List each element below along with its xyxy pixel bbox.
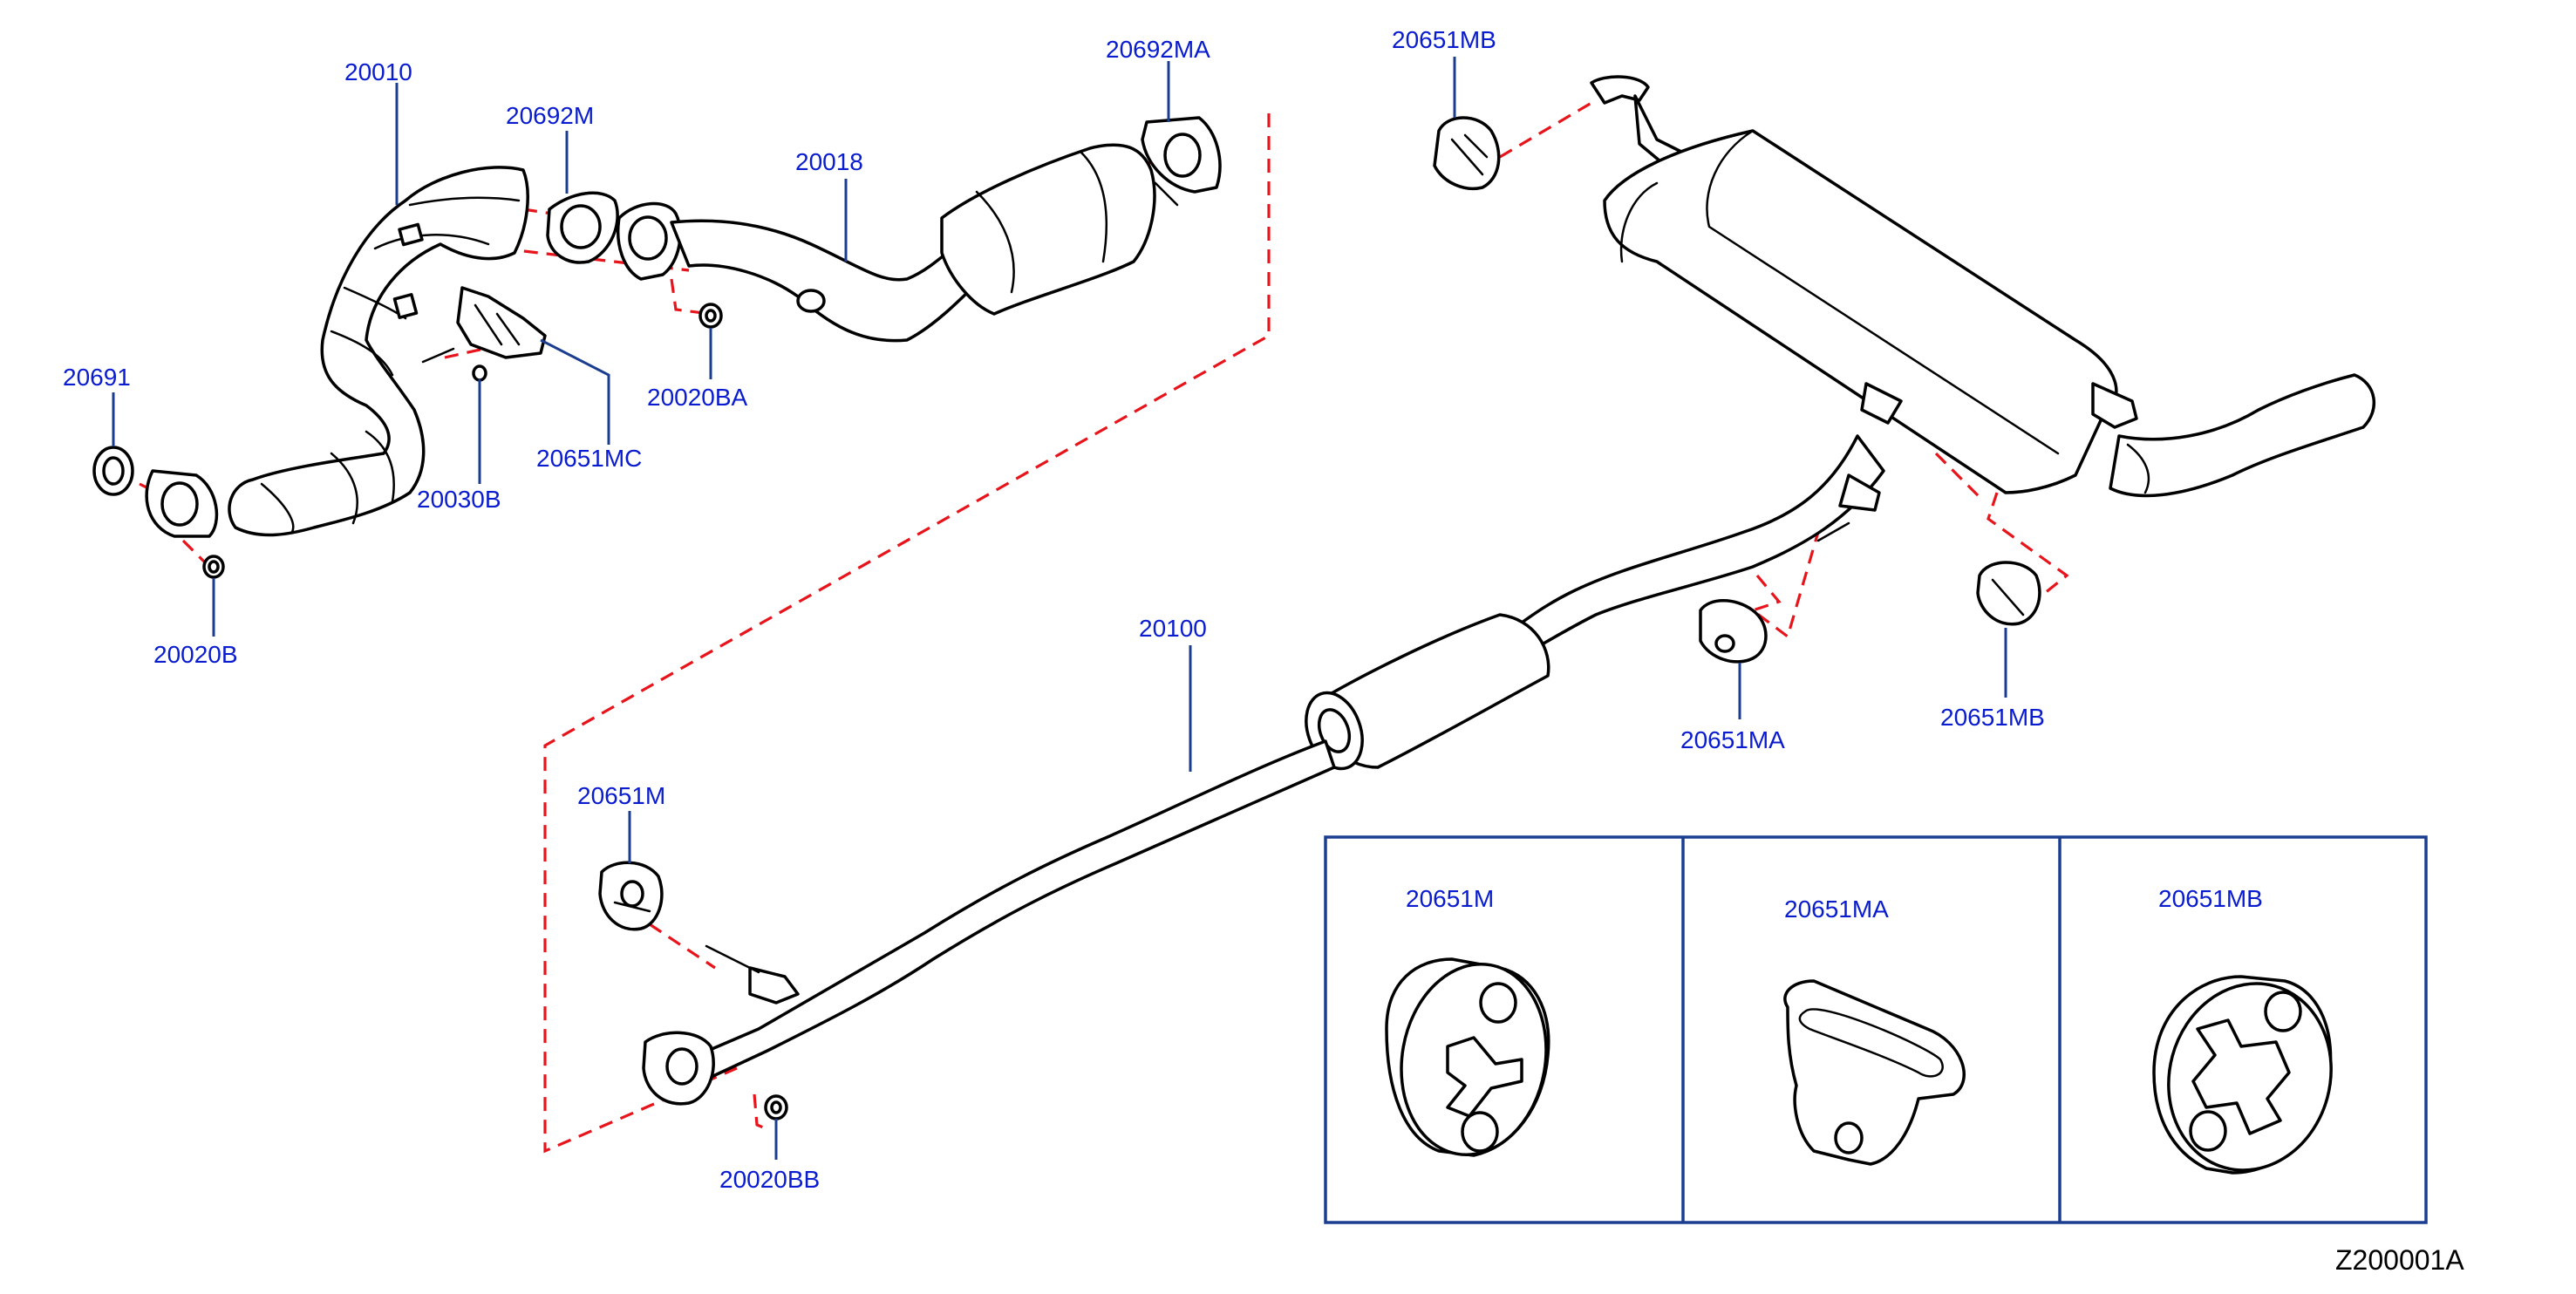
label-20030B: 20030B [417,486,501,513]
nut-20020BB [764,1094,788,1120]
inset-label-20651MA: 20651MA [1784,896,1889,923]
label-20651MC: 20651MC [536,445,642,472]
bracket-20651MC [421,286,547,364]
label-20020BA: 20020BA [647,384,748,411]
bolt-20030B [472,364,487,382]
inset-hanger-20651M [1385,957,1550,1157]
leader-lines [112,57,2007,1160]
front-tube-20010 [228,166,529,537]
callout-labels: 20010 20692M 20692MA 20018 20691 20651MC… [63,26,2045,1193]
drawing-code: Z200001A [2335,1244,2464,1276]
main-muffler [1590,75,2376,498]
nut-20020B [202,555,225,579]
label-20692M: 20692M [506,102,594,129]
hanger-20651MA [1699,599,1768,664]
label-20651M: 20651M [577,782,665,809]
gasket-ring-20691 [92,446,134,496]
label-20100: 20100 [1139,615,1207,642]
label-20651MB-right: 20651MB [1940,704,2045,731]
hanger-20651MB-right [1976,561,2041,626]
label-20691: 20691 [63,364,131,391]
nut-20020BA [699,303,723,329]
gasket-20692MA [1141,116,1222,194]
hanger-20651MB-top [1433,116,1501,190]
gasket-20692M [546,191,619,264]
label-20010: 20010 [344,58,412,85]
inlet-flange [145,469,219,538]
label-20020BB: 20020BB [719,1166,820,1193]
label-20651MB-top: 20651MB [1392,26,1496,53]
inset-hanger-20651MA [1783,979,1966,1166]
center-pipe-20100 [642,434,1885,1106]
label-20020B: 20020B [153,641,238,668]
inset-label-20651M: 20651M [1406,885,1494,912]
label-20692MA: 20692MA [1106,36,1210,63]
label-20018: 20018 [795,148,863,175]
pipe-20018 [617,143,1179,343]
hanger-20651M [598,861,664,931]
inset-label-20651MB: 20651MB [2158,885,2263,912]
label-20651MA: 20651MA [1680,726,1785,753]
hanger-inset-table: 20651M 20651MA 20651MB [1324,835,2428,1224]
inset-hanger-20651MB [2152,975,2333,1175]
